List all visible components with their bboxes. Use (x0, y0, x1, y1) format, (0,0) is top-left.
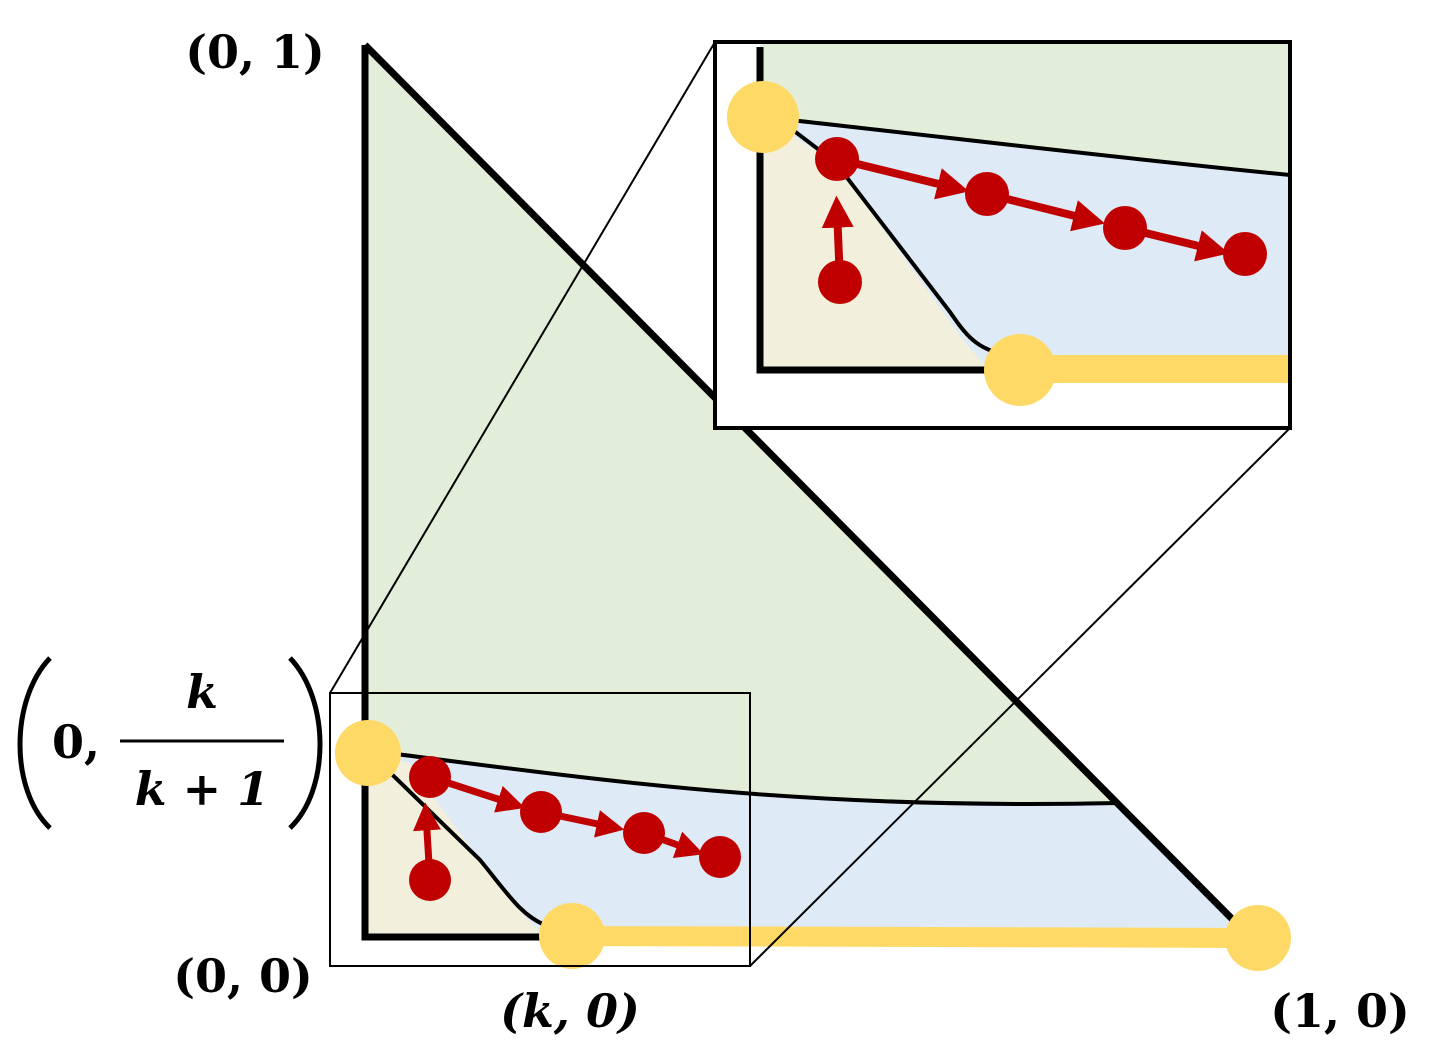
label-corner-right: (1, 0) (1270, 984, 1410, 1038)
path-point (520, 791, 562, 833)
boundary-curve-upper (364, 748, 1119, 807)
inset-yellow-region (760, 117, 1000, 372)
yellow-edge-segment (569, 926, 1261, 948)
inset-path-point (815, 137, 859, 181)
hypotenuse (362, 42, 1253, 940)
left-point-denominator: k + 1 (135, 762, 269, 816)
zoom-connector-right (749, 427, 1291, 967)
inset-path-point (818, 260, 862, 304)
zoom-inset (713, 40, 1292, 430)
inset-curve-upper (762, 115, 1290, 177)
label-origin: (0, 0) (173, 949, 313, 1003)
main-triangle (335, 42, 1291, 971)
red-path-main (409, 756, 741, 901)
inset-axes (756, 47, 1000, 374)
label-corner-top: (0, 1) (185, 25, 325, 79)
boundary-curve-lower (368, 751, 546, 927)
left-point-prefix: 0, (52, 715, 100, 769)
label-k-point: (k, 0) (500, 984, 639, 1038)
inset-path-point (965, 172, 1009, 216)
path-point (699, 836, 741, 878)
yellow-region (365, 750, 545, 937)
yellow-vertex-left (335, 720, 401, 786)
path-point (409, 756, 451, 798)
left-paren (17, 656, 52, 830)
inset-border (713, 40, 1292, 430)
right-paren (288, 656, 323, 830)
triangle-outline (361, 45, 545, 941)
inset-yellow-vertex-k (984, 334, 1056, 406)
zoom-source-frame (329, 692, 751, 967)
label-left-point: 0, k k + 1 (17, 656, 323, 830)
left-point-numerator: k (186, 665, 218, 719)
inset-path-point (1103, 206, 1147, 250)
zoom-connector-left (329, 41, 716, 694)
inset-blue-region (760, 117, 1290, 372)
path-point (409, 859, 451, 901)
blue-region (365, 750, 1250, 937)
yellow-vertex-right (1225, 905, 1291, 971)
inset-red-path (815, 137, 1267, 304)
inset-path-point (1223, 232, 1267, 276)
inset-yellow-vertex-left (727, 81, 799, 153)
yellow-vertex-k (539, 903, 605, 969)
path-point (623, 812, 665, 854)
